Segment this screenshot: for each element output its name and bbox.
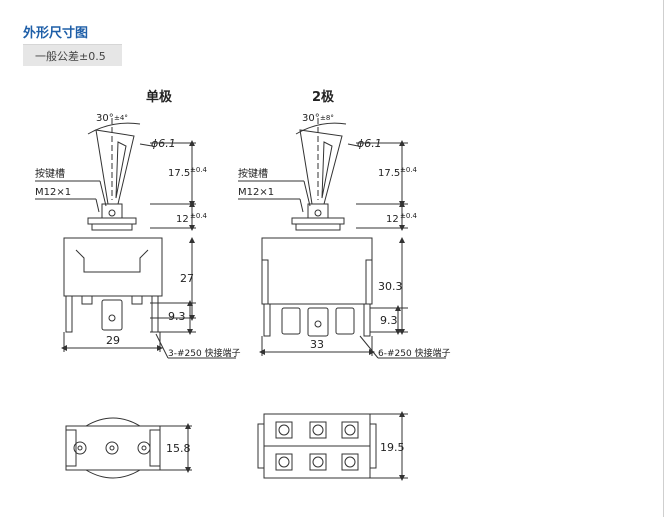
dim-bushing-tolerance: ±0.4 [400,212,418,220]
terminal-screw [73,441,87,455]
bottom-view-lever-top [85,417,141,427]
bushing-nut [291,217,345,225]
terminal [281,307,301,335]
dim-width-value: 29 [106,334,120,347]
terminal-center [307,307,329,337]
dim-lever-tolerance: ±0.4 [400,166,418,174]
thread-leader-2 [95,198,100,213]
dim-terminal-value: 9.3 [168,310,186,323]
terminal-screw-head [312,424,324,436]
bottom-view-tab [149,429,161,467]
bushing-hole [314,209,322,217]
terminal-note-leader [155,333,169,359]
body-detail [75,249,149,273]
terminal-screw-head [278,424,290,436]
dim-bottom-height: 15.8 [166,442,191,455]
terminal-center [101,299,123,331]
body-side-tab [365,259,373,305]
terminal [151,295,159,333]
terminal-hole [108,314,116,322]
keyway-leader-2 [99,180,107,207]
switch-body [63,237,163,297]
drawing-double-pole: 2极 30° ±8° ϕ6.1 17.5 ±0.4 12 ±0.4 30.3 按… [238,89,451,481]
angle-arc [295,122,347,135]
terminal-note: 3-#250 快接端子 [168,347,241,359]
bushing-washer [91,223,133,231]
terminal-screw-head [344,424,356,436]
lever-inner [321,141,333,199]
tolerance-bar: 一般公差±0.5 [23,44,122,66]
lever-outline [299,129,343,205]
terminal-screw [309,453,327,471]
bushing-nut [87,217,137,225]
page-title: 外形尺寸图 [23,26,89,41]
tolerance-label: 一般公差±0.5 [35,50,106,63]
angle-tolerance: ±4° [114,114,128,122]
bottom-view-lever-bottom [85,469,141,479]
terminal-screw-head [312,456,324,468]
double-pole-title: 2极 [312,89,335,105]
bottom-view-tab [65,429,77,467]
terminal-hole [314,320,322,328]
body-side-tab [261,259,269,305]
terminal-screw [275,421,293,439]
diameter-leader [139,143,153,147]
dim-bottom-height: 19.5 [380,441,405,454]
terminal-screw-head [278,456,290,468]
diameter-leader [347,143,359,147]
terminal-screw [275,453,293,471]
dim-bushing-value: 12 [386,214,399,225]
bushing-washer [295,223,341,231]
keyway-label: 按键槽 [238,167,268,180]
drawing-single-pole: 单极 30° ±4° ϕ6.1 17.5 ±0.4 12 ±0.4 27 按键槽… [35,89,241,479]
lever-inner [115,141,127,199]
angle-label: 30° [302,113,320,124]
terminal-note: 6-#250 快接端子 [378,347,451,359]
bottom-view-tab [369,423,377,469]
bushing-hole [108,209,116,217]
keyway-leader-2 [303,180,311,207]
terminal-stub [81,295,93,305]
dim-lever-value: 17.5 [378,168,400,179]
dim-bushing-value: 12 [176,214,189,225]
terminal-screw [137,441,151,455]
terminal-screw [105,441,119,455]
dim-body-height: 30.3 [378,280,403,293]
dim-lever-value: 17.5 [168,168,190,179]
terminal-screw-head [344,456,356,468]
switch-body [261,237,373,305]
terminal-screw [341,453,359,471]
terminal [363,303,371,337]
terminal-screw [309,421,327,439]
dim-lever-tolerance: ±0.4 [190,166,208,174]
terminal-note-leader [359,335,379,359]
terminal-screw-center [141,445,147,451]
terminal [65,295,73,333]
lever-outline [95,129,135,205]
keyway-label: 按键槽 [35,167,65,180]
terminal-screws-top [275,421,359,439]
terminal-screw [341,421,359,439]
dim-terminal-value: 9.3 [380,314,398,327]
dim-body-height: 27 [180,272,194,285]
thread-leader-2 [299,198,304,213]
terminal-screw-center [109,445,115,451]
thread-label: M12×1 [238,187,274,198]
dim-bushing-tolerance: ±0.4 [190,212,208,220]
terminal [263,303,271,337]
terminal-stub [131,295,143,305]
angle-tolerance: ±8° [320,114,334,122]
bottom-view-tab [257,423,265,469]
dim-width-value: 33 [310,338,324,351]
thread-label: M12×1 [35,187,71,198]
page-right-border [663,0,664,517]
angle-label: 30° [96,113,114,124]
terminal [335,307,355,335]
single-pole-title: 单极 [146,89,173,105]
angle-arc [87,122,141,135]
terminal-screw-center [77,445,83,451]
terminal-screws-bottom [275,453,359,471]
